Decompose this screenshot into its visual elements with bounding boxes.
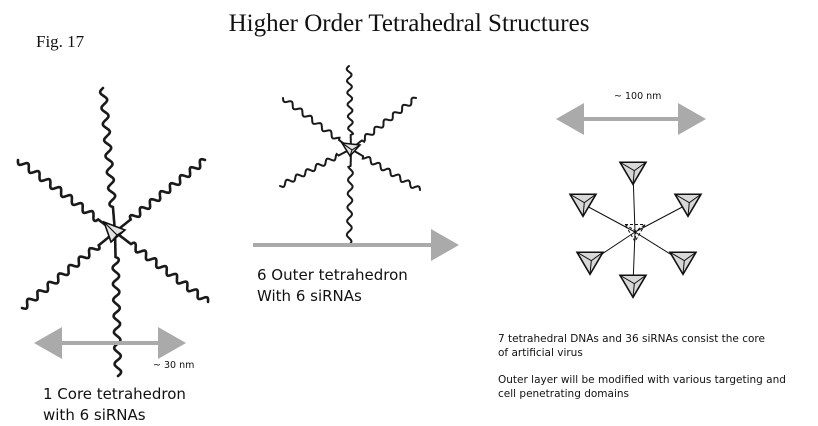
core-sirna-strand (16, 158, 117, 234)
assembly-note-line-3: Outer layer will be modified with variou… (498, 374, 786, 386)
figure-number: Fig. 17 (36, 32, 85, 51)
outer-sirna-strand (345, 148, 354, 246)
core-tetrahedron-sirnas (16, 86, 210, 378)
outer-tetrahedron-unit-icon (568, 193, 598, 218)
core-tetrahedron-icon (102, 220, 127, 244)
outer-tetrahedron-unit-icon (575, 251, 605, 276)
outer-tetrahedron-unit-icon (618, 274, 648, 299)
outer-tetrahedron-unit-icon (673, 193, 703, 218)
assembly-note-line-1: 7 tetrahedral DNAs and 36 siRNAs consist… (498, 333, 765, 345)
outer-caption-line-2: With 6 siRNAs (257, 287, 362, 305)
core-sirna-strand (113, 230, 210, 304)
core-caption-line-2: with 6 siRNAs (43, 406, 146, 424)
page-title: Higher Order Tetrahedral Structures (228, 10, 590, 37)
seven-tetrahedra-assembly (568, 161, 703, 299)
outer-tetrahedron-unit-icon (668, 251, 698, 276)
outer-caption-line-1: 6 Outer tetrahedron (257, 266, 408, 284)
assembly-linker (634, 203, 689, 233)
core-sirna-strand (111, 230, 123, 378)
outer-sirna-strand (279, 148, 352, 189)
core-sirna-strand (113, 157, 207, 234)
core-sirna-strand (98, 86, 117, 234)
outer-sirna-strand (345, 65, 355, 150)
outer-tetrahedron-sirnas (279, 65, 421, 246)
central-tetrahedron-icon (624, 224, 646, 243)
assembly-note: 7 tetrahedral DNAs and 36 siRNAs consist… (498, 332, 786, 401)
assembly-note-line-2: of artificial virus (498, 347, 583, 359)
outer-tetrahedron-icon (340, 142, 362, 158)
core-caption-line-1: 1 Core tetrahedron (43, 385, 186, 403)
core-sirna-strand (20, 230, 117, 311)
outer-sirna-strand (350, 148, 421, 191)
assembly-scale-label: ~ 100 nm (614, 91, 662, 102)
outer-sirna-strand (282, 97, 352, 150)
assembly-note-line-4: cell penetrating domains (498, 388, 629, 400)
outer-tetrahedron-unit-icon (618, 161, 648, 186)
outer-caption: 6 Outer tetrahedron With 6 siRNAs (257, 265, 408, 307)
core-scale-label: ~ 30 nm (153, 360, 195, 371)
outer-sirna-strand (350, 96, 417, 150)
core-caption: 1 Core tetrahedron with 6 siRNAs (43, 384, 186, 426)
